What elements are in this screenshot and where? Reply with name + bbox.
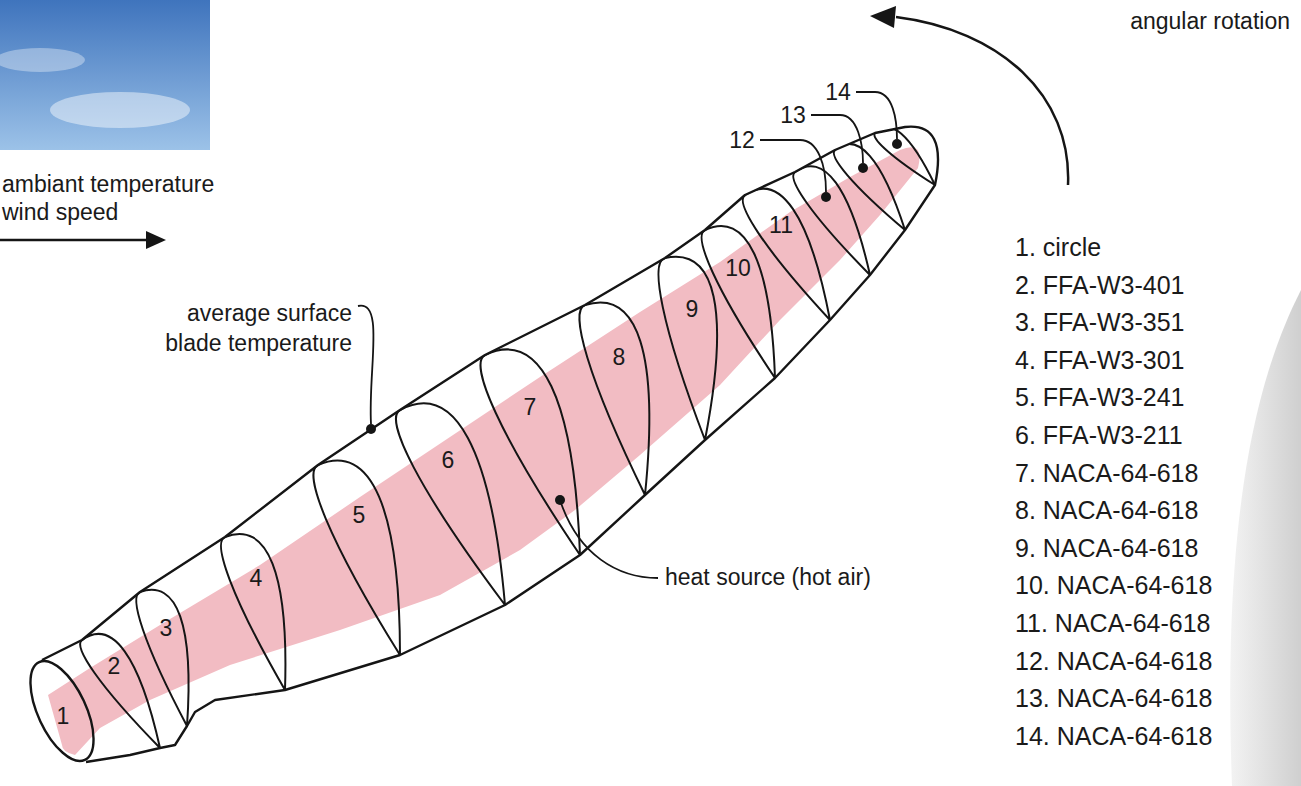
leader-dot: [555, 495, 565, 505]
legend-item: 14. NACA-64-618: [1015, 721, 1212, 751]
wind-arrow: [0, 239, 150, 242]
legend-item: 4. FFA-W3-301: [1015, 345, 1185, 375]
callout-number: 12: [729, 129, 755, 152]
airfoil-sections: [80, 127, 935, 748]
heat-region: [48, 147, 920, 755]
airfoil-section: [481, 349, 580, 555]
airfoil-section: [793, 166, 870, 275]
annotation: heat source (hot air): [665, 564, 871, 592]
arrow-head: [870, 6, 896, 28]
airfoil-section: [579, 302, 649, 495]
legend-item: 12. NACA-64-618: [1015, 646, 1212, 676]
callout-number: 7: [524, 396, 537, 419]
blade-fill: [42, 127, 938, 762]
callout-number: 11: [769, 214, 793, 237]
airfoil-section: [313, 461, 400, 655]
cloud: [0, 48, 85, 72]
legend-item: 13. NACA-64-618: [1015, 683, 1212, 713]
airfoil-section: [221, 534, 285, 690]
callout-number: 2: [108, 655, 121, 678]
callout-number: 9: [686, 298, 699, 321]
leader-line: [560, 500, 658, 578]
annotation: average surface blade temperature: [162, 298, 352, 358]
airfoil-section: [396, 403, 505, 605]
legend-item: 7. NACA-64-618: [1015, 458, 1198, 488]
blade-outline: [42, 127, 938, 762]
conditions-label: ambiant temperature wind speed: [2, 170, 217, 226]
callout-number: 1: [57, 705, 70, 728]
airfoil-section: [136, 590, 188, 726]
callout-number: 6: [442, 449, 455, 472]
legend-item: 3. FFA-W3-351: [1015, 307, 1185, 337]
callout-number: 3: [160, 617, 173, 640]
leader-line: [358, 306, 374, 424]
callout-number: 13: [780, 104, 806, 127]
callout-number: 14: [825, 81, 851, 104]
leader-dot: [892, 139, 902, 149]
legend-item: 1. circle: [1015, 232, 1101, 262]
leader-line: [760, 140, 826, 192]
callout-number: 4: [250, 567, 263, 590]
callout-number: 5: [353, 504, 366, 527]
callout-number: 8: [613, 346, 626, 369]
leader-dot: [858, 163, 868, 173]
airfoil-section: [874, 127, 935, 185]
background-photo: [0, 0, 210, 150]
legend-item: 9. NACA-64-618: [1015, 533, 1198, 563]
rotation-arrow: [896, 17, 1068, 185]
legend-item: 6. FFA-W3-211: [1015, 420, 1183, 450]
callout-number: 10: [725, 257, 751, 280]
legend-item: 8. NACA-64-618: [1015, 495, 1198, 525]
airfoil-section: [659, 257, 718, 440]
airfoil-section: [743, 189, 830, 320]
legend-item: 5. FFA-W3-241: [1015, 382, 1185, 412]
arrow-head: [146, 231, 166, 249]
legend-item: 2. FFA-W3-401: [1015, 270, 1185, 300]
legend-item: 11. NACA-64-618: [1015, 608, 1210, 638]
leader-dot: [366, 424, 376, 434]
cloud: [50, 92, 190, 128]
leader-line: [811, 115, 863, 163]
background-swoosh: [1230, 290, 1301, 786]
root-circle: [17, 652, 106, 770]
airfoil-section: [702, 226, 775, 378]
arrow-label: angular rotation: [1130, 8, 1290, 36]
leader-dot: [821, 192, 831, 202]
leader-line: [856, 92, 897, 139]
legend-item: 10. NACA-64-618: [1015, 570, 1212, 600]
